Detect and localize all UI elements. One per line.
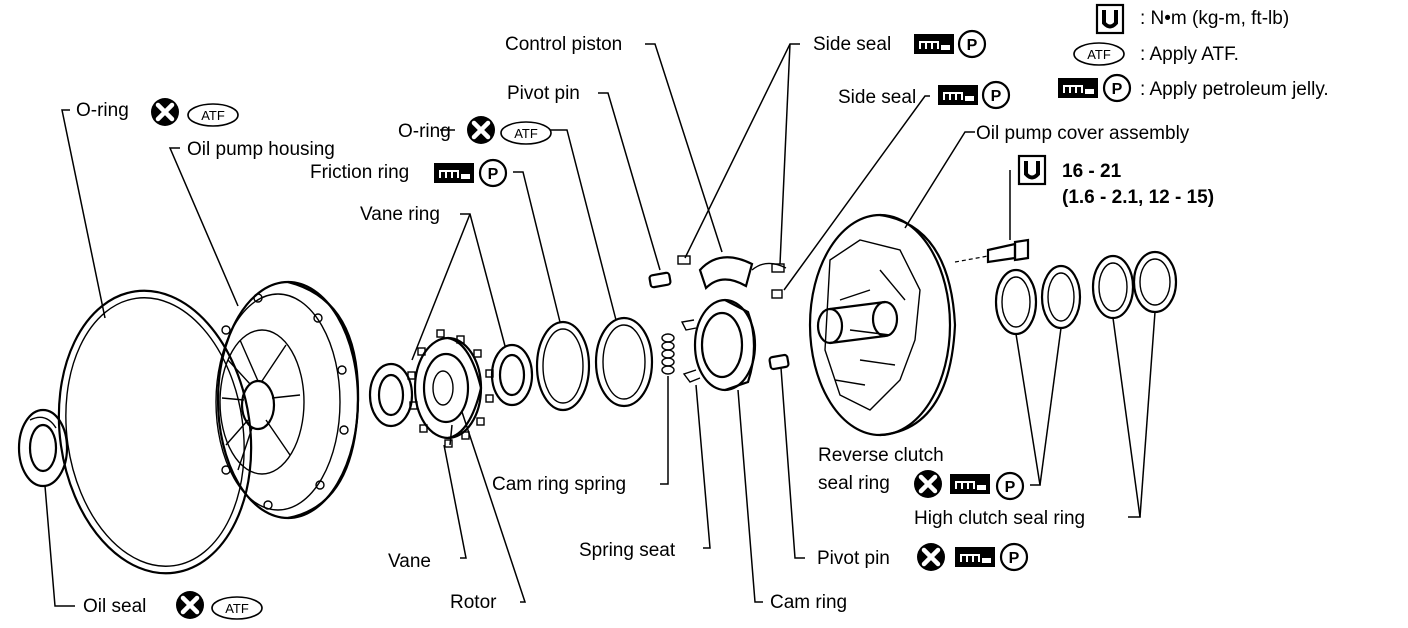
petroleum-jelly-icon: [1057, 77, 1099, 99]
o-ring-left-atf-icon: ATF: [187, 103, 239, 127]
label-o-ring-left: O-ring: [76, 100, 129, 121]
side-seal-parts: [677, 255, 787, 299]
oil-seal-part: [17, 408, 69, 488]
cam-ring-part: [680, 298, 757, 392]
label-oil-pump-housing: Oil pump housing: [187, 139, 335, 160]
side-seal-mid-p-icon: P: [981, 80, 1011, 110]
reverse-clutch-x-icon: [914, 470, 942, 498]
friction-ring-p-text: P: [488, 166, 499, 183]
atf-icon: ATF: [1073, 42, 1125, 66]
legend-torque-text: : N•m (kg-m, ft-lb): [1140, 8, 1289, 29]
o-ring-mid-atf-text: ATF: [514, 126, 538, 141]
reverse-clutch-p-text: P: [1005, 479, 1016, 496]
large-o-ring-part: [57, 289, 253, 575]
label-rotor: Rotor: [450, 592, 497, 613]
vanes-part: [407, 329, 494, 448]
friction-ring-part: [368, 362, 414, 428]
o-ring-left-atf-text: ATF: [201, 108, 225, 123]
oil-pump-cover-assembly-part: [808, 213, 957, 437]
reverse-clutch-jelly-icon: [949, 473, 991, 495]
label-pivot-pin-bottom: Pivot pin: [817, 548, 890, 569]
friction-ring-p-icon: P: [478, 158, 508, 188]
pivot-pin-bottom-p-text: P: [1009, 550, 1020, 567]
cam-ring-spring-part: [661, 333, 675, 375]
label-oil-seal: Oil seal: [83, 596, 146, 617]
label-cam-ring-spring: Cam ring spring: [492, 474, 626, 495]
label-high-clutch-seal-ring: High clutch seal ring: [914, 508, 1085, 529]
o-ring-mid-atf-icon: ATF: [500, 121, 552, 145]
o-ring-part-1: [535, 320, 591, 412]
side-seal-mid-p-text: P: [991, 88, 1002, 105]
side-seal-top-p-icon: P: [957, 29, 987, 59]
vane-ring-part: [490, 343, 534, 407]
torque-icon: [1095, 3, 1125, 35]
high-clutch-seal-ring-part-1: [1091, 254, 1135, 320]
label-cam-ring: Cam ring: [770, 592, 847, 613]
label-side-seal-mid: Side seal: [838, 87, 916, 108]
pivot-pin-lower-part: [768, 353, 790, 371]
bolt-part: [986, 238, 1030, 264]
pivot-pin-bottom-jelly-icon: [954, 546, 996, 568]
oil-seal-atf-text: ATF: [225, 601, 249, 616]
label-torque-conversion: (1.6 - 2.1, 12 - 15): [1062, 187, 1214, 208]
control-piston-part: [698, 256, 754, 291]
reverse-clutch-p-icon: P: [995, 471, 1025, 501]
oil-seal-x-icon: [176, 591, 204, 619]
rotor-part: [413, 336, 483, 440]
bolt-dash-line: [954, 255, 989, 263]
oil-seal-atf-icon: ATF: [211, 596, 263, 620]
label-reverse-clutch-line1: Reverse clutch: [818, 445, 944, 466]
high-clutch-seal-ring-part-2: [1132, 250, 1178, 314]
legend-atf-text: : Apply ATF.: [1140, 44, 1239, 65]
pivot-pin-bottom-x-icon: [917, 543, 945, 571]
label-reverse-clutch-line2: seal ring: [818, 473, 890, 494]
label-friction-ring: Friction ring: [310, 162, 409, 183]
label-o-ring-mid: O-ring: [398, 121, 451, 142]
reverse-clutch-seal-ring-part-2: [1040, 264, 1082, 330]
label-spring-seat: Spring seat: [579, 540, 676, 561]
label-torque-value: 16 - 21: [1062, 161, 1122, 182]
atf-icon-label: ATF: [1087, 47, 1111, 62]
o-ring-left-x-icon: [151, 98, 179, 126]
side-seal-top-p-text: P: [967, 37, 978, 54]
p-icon: P: [1102, 73, 1132, 103]
side-seal-top-jelly-icon: [913, 33, 955, 55]
o-ring-mid-x-icon: [467, 116, 495, 144]
label-control-piston: Control piston: [505, 34, 622, 55]
pivot-pin-upper-part: [648, 271, 672, 289]
side-seal-mid-jelly-icon: [937, 84, 979, 106]
label-vane-ring: Vane ring: [360, 204, 440, 225]
leader-lines: [44, 43, 1156, 607]
p-icon-label: P: [1112, 81, 1123, 98]
torque-spec-icon: [1017, 154, 1047, 186]
friction-ring-jelly-icon: [433, 162, 475, 184]
label-pivot-pin-top: Pivot pin: [507, 83, 580, 104]
legend: : N•m (kg-m, ft-lb) ATF : Apply ATF. P :…: [1057, 3, 1329, 103]
label-oil-pump-cover-assembly: Oil pump cover assembly: [976, 123, 1190, 144]
reverse-clutch-seal-ring-part-1: [994, 268, 1038, 336]
oil-pump-housing-part: [215, 280, 360, 520]
legend-jelly-text: : Apply petroleum jelly.: [1140, 79, 1329, 100]
label-side-seal-top: Side seal: [813, 34, 891, 55]
label-vane: Vane: [388, 551, 431, 572]
o-ring-part-2: [594, 316, 654, 408]
pivot-pin-bottom-p-icon: P: [999, 542, 1029, 572]
